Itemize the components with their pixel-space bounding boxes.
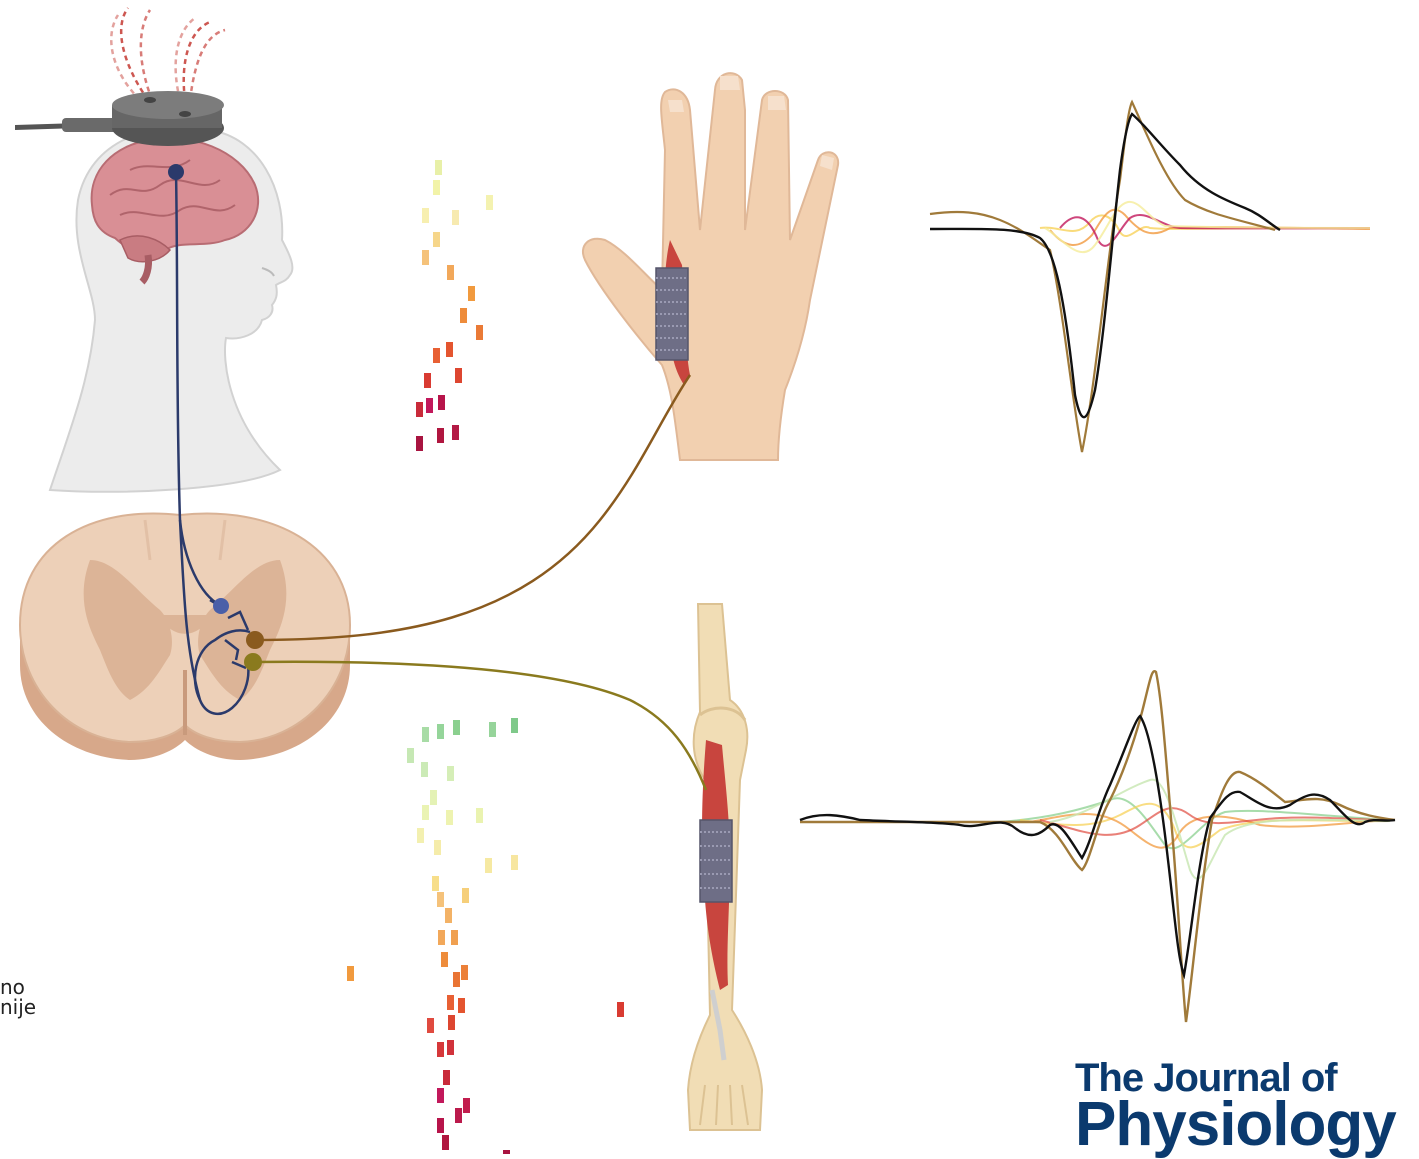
leg-icon — [688, 604, 762, 1130]
raster-lower-mark-26 — [347, 966, 354, 981]
upper-black-trace — [930, 114, 1280, 417]
raster-lower-mark-5 — [511, 718, 518, 733]
raster-upper-mark-2 — [433, 180, 440, 195]
raster-lower-mark-13 — [417, 828, 424, 843]
raster-lower-mark-2 — [437, 724, 444, 739]
raster-lower-mark-35 — [437, 1088, 444, 1103]
raster-lower-mark-4 — [489, 722, 496, 737]
journal-title-line-2: Physiology — [1075, 1094, 1396, 1156]
magnetic-field-lines — [111, 8, 225, 100]
raster-lower-mark-6 — [407, 748, 414, 763]
raster-lower-mark-40 — [503, 1150, 510, 1154]
raster-upper-mark-11 — [476, 325, 483, 340]
raster-upper-mark-15 — [424, 373, 431, 388]
raster-lower-mark-1 — [422, 727, 429, 742]
upper-brown-trace — [930, 102, 1275, 452]
raster-lower-mark-27 — [447, 995, 454, 1010]
upper-motor-neuron — [168, 164, 184, 180]
raster-lower-mark-7 — [421, 762, 428, 777]
raster-lower-mark-8 — [447, 766, 454, 781]
journal-logo: The Journal of Physiology — [1075, 1058, 1396, 1156]
raster-upper-mark-17 — [426, 398, 433, 413]
raster-lower-mark-10 — [422, 805, 429, 820]
raster-upper-mark-7 — [422, 250, 429, 265]
raster-lower-mark-14 — [434, 840, 441, 855]
mep-traces-lower — [800, 671, 1395, 1022]
raster-upper-mark-10 — [460, 308, 467, 323]
tms-coil-icon — [15, 91, 224, 146]
raster-lower-mark-34 — [443, 1070, 450, 1085]
raster-lower-mark-31 — [617, 1002, 624, 1017]
raster-lower-mark-28 — [458, 998, 465, 1013]
raster-lower-mark-38 — [437, 1118, 444, 1133]
raster-lower-mark-15 — [485, 858, 492, 873]
raster-lower-mark-36 — [463, 1098, 470, 1113]
raster-lower-mark-21 — [438, 930, 445, 945]
raster-upper-mark-16 — [416, 402, 423, 417]
raster-lower-mark-19 — [437, 892, 444, 907]
raster-upper-mark-21 — [452, 425, 459, 440]
raster-lower-mark-25 — [453, 972, 460, 987]
raster-plot-upper — [416, 160, 493, 451]
raster-upper-mark-8 — [447, 265, 454, 280]
raster-upper-mark-9 — [468, 286, 475, 301]
raster-upper-mark-12 — [433, 348, 440, 363]
interneuron — [213, 598, 229, 614]
raster-lower-mark-24 — [461, 965, 468, 980]
raster-upper-mark-20 — [437, 428, 444, 443]
lower-black-trace — [800, 716, 1395, 975]
raster-upper-mark-1 — [435, 160, 442, 175]
mep-traces-upper — [930, 102, 1370, 452]
cut-text-line-2: nije — [0, 995, 36, 1019]
raster-lower-mark-23 — [441, 952, 448, 967]
raster-lower-mark-37 — [455, 1108, 462, 1123]
hand-icon — [583, 73, 838, 460]
raster-upper-mark-4 — [422, 208, 429, 223]
raster-lower-mark-16 — [511, 855, 518, 870]
raster-lower-mark-29 — [427, 1018, 434, 1033]
upper-colored-trace-4 — [1045, 202, 1370, 252]
raster-lower-mark-17 — [432, 876, 439, 891]
raster-upper-mark-6 — [433, 232, 440, 247]
cut-text: no nije — [0, 975, 36, 1019]
raster-lower-mark-22 — [451, 930, 458, 945]
raster-lower-mark-11 — [446, 810, 453, 825]
raster-lower-mark-18 — [462, 888, 469, 903]
raster-plot-lower — [347, 718, 624, 1154]
raster-lower-mark-33 — [447, 1040, 454, 1055]
lower-brown-trace — [800, 671, 1395, 1022]
raster-upper-mark-13 — [446, 342, 453, 357]
raster-upper-mark-19 — [416, 436, 423, 451]
raster-upper-mark-3 — [486, 195, 493, 210]
upper-colored-trace-3 — [1060, 215, 1370, 246]
raster-lower-mark-32 — [437, 1042, 444, 1057]
raster-upper-mark-14 — [455, 368, 462, 383]
raster-lower-mark-39 — [442, 1135, 449, 1150]
raster-lower-mark-3 — [453, 720, 460, 735]
raster-upper-mark-18 — [438, 395, 445, 410]
raster-lower-mark-12 — [476, 808, 483, 823]
raster-lower-mark-30 — [448, 1015, 455, 1030]
raster-lower-mark-9 — [430, 790, 437, 805]
raster-upper-mark-5 — [452, 210, 459, 225]
raster-lower-mark-20 — [445, 908, 452, 923]
